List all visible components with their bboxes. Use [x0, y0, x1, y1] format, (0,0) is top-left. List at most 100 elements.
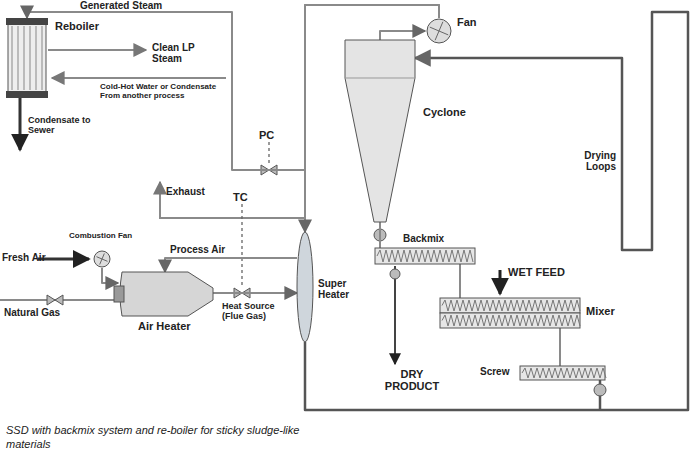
- equipment-label: Air Heater: [138, 320, 191, 332]
- fan-blade: [100, 259, 102, 265]
- screw-flight: [522, 368, 606, 378]
- equipment-label: Fan: [457, 16, 477, 28]
- process-pipe: [459, 264, 461, 298]
- temperature-controller: TC: [232, 190, 249, 205]
- equipment-outline: [6, 18, 48, 98]
- cyclone-seam: [345, 78, 415, 79]
- heater-body: [120, 272, 213, 316]
- super-heater: Super Heater: [297, 232, 313, 342]
- conveyor-trough: [440, 313, 580, 328]
- process-pipe: [559, 328, 561, 366]
- tube-line: [24, 26, 25, 90]
- conveyor-shape: [375, 248, 475, 264]
- conveyor-trough: [440, 298, 580, 313]
- process-pipe: [380, 31, 425, 40]
- rotary-valve: [594, 384, 606, 396]
- equipment-label: Mixer: [586, 305, 615, 317]
- fan-housing: [427, 19, 451, 43]
- tube-line: [18, 26, 19, 90]
- feed-label: WET FEED: [508, 266, 565, 278]
- fan-shape: [427, 19, 451, 43]
- equipment-outline: [375, 248, 475, 264]
- water-inlet-line: [52, 77, 226, 79]
- conveyor-trough: [520, 366, 605, 380]
- equipment-label: Backmix: [403, 233, 444, 244]
- equipment-outline: [440, 298, 580, 328]
- tube-line: [36, 26, 37, 90]
- process-pipe: [213, 292, 297, 294]
- vessel-shell: [8, 24, 46, 92]
- tube-line: [12, 26, 13, 90]
- cyclone-body: [345, 40, 415, 222]
- cyclone-separator: Cyclone: [345, 40, 415, 222]
- stream-label: Process Air: [170, 244, 225, 255]
- backmix-conveyor: Backmix: [375, 248, 475, 264]
- stream-label: Generated Steam: [80, 0, 162, 11]
- burner: [114, 286, 124, 302]
- conveyor-trough: [375, 248, 475, 264]
- equipment-outline: [520, 366, 605, 380]
- screw-flight: [442, 300, 580, 311]
- stream-label: Cold-Hot Water or Condensate From anothe…: [100, 83, 220, 101]
- ellipse-shape: [297, 232, 313, 342]
- process-pipe: [102, 268, 118, 283]
- tc-signal-line: [241, 204, 242, 286]
- pc-signal-line: [268, 142, 269, 163]
- reboiler-shape: [6, 18, 48, 98]
- stream-label: Heat Source (Flue Gas): [222, 302, 292, 322]
- mixer-shape: [440, 298, 580, 328]
- tube-line: [30, 26, 31, 90]
- equipment-label: TC: [233, 191, 248, 203]
- stream-label: Fresh Air: [2, 252, 46, 263]
- gas-valve: [47, 295, 63, 305]
- air-heater: Air Heater: [118, 272, 213, 316]
- equipment-label: PC: [259, 129, 274, 141]
- equipment-label: Reboiler: [55, 20, 99, 32]
- product-label: DRY PRODUCT: [372, 368, 452, 392]
- process-pipe: [379, 222, 381, 248]
- equipment-outline: [425, 18, 453, 44]
- figure-caption: SSD with backmix system and re-boiler fo…: [6, 424, 306, 452]
- mixer-conveyor: Mixer: [440, 298, 580, 328]
- equipment-label: Cyclone: [423, 106, 466, 118]
- equipment-outline: [93, 250, 111, 268]
- dry-product-chute: [394, 266, 396, 364]
- reboiler-vessel: Reboiler: [6, 18, 48, 98]
- airheater-shape: [114, 272, 213, 316]
- pressure-controller: PC: [258, 128, 276, 143]
- exchanger-shell: [297, 232, 313, 342]
- screw-flight: [442, 315, 580, 326]
- fan-blade: [96, 257, 102, 259]
- screw-flight: [377, 250, 473, 262]
- vessel-cap: [6, 91, 48, 98]
- rotary-valve: [390, 269, 400, 279]
- combustion-fan: Combustion Fan: [93, 250, 111, 268]
- loop-label: Drying Loops: [556, 150, 616, 172]
- cyclone-shape: [345, 40, 415, 222]
- tube-line: [42, 26, 43, 90]
- conveyor-shape: [520, 366, 606, 380]
- process-pipe: [165, 258, 297, 272]
- fan-housing: [94, 251, 110, 267]
- clean-steam-line: [48, 49, 146, 51]
- stream-label: Condensate to Sewer: [28, 116, 100, 136]
- fan-blade: [439, 31, 448, 35]
- vessel-cap: [6, 18, 48, 25]
- equipment-outline: [345, 40, 415, 222]
- equipment-label: Combustion Fan: [69, 232, 132, 241]
- equipment-label: Super Heater: [318, 278, 362, 300]
- process-pipe: [305, 12, 688, 410]
- fan-blade: [102, 253, 104, 259]
- exhaust-line: [160, 182, 305, 218]
- process-fan: Fan: [425, 18, 453, 44]
- stream-label: Exhaust: [166, 186, 205, 197]
- stream-label: Clean LP Steam: [152, 42, 204, 64]
- equipment-outline: [297, 232, 313, 342]
- fan-blade: [435, 31, 439, 40]
- equipment-label: Screw: [480, 366, 509, 377]
- wet-feed-arrow: [499, 270, 502, 294]
- smallfan-shape: [94, 251, 110, 267]
- equipment-outline: [118, 272, 213, 316]
- condensate-line: [19, 98, 22, 150]
